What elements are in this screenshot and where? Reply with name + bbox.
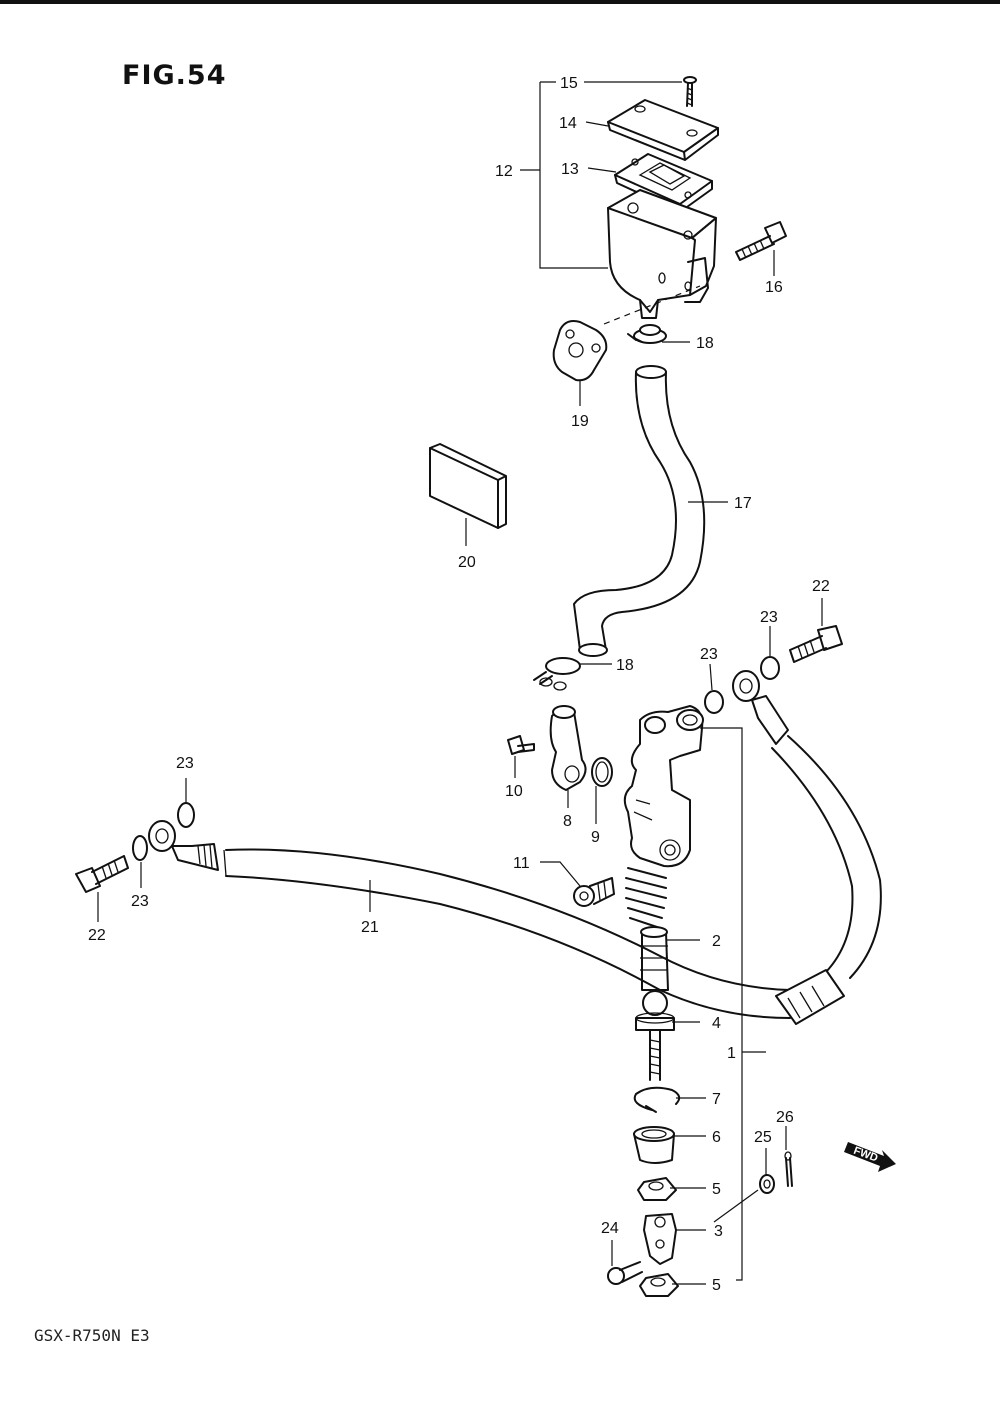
callout-14: 14 [559, 115, 577, 132]
master-cylinder-body [623, 705, 704, 868]
brake-hose-long [148, 820, 791, 1019]
callout-23-right-a: 23 [760, 609, 778, 626]
bracket-bolt [735, 221, 787, 261]
fwd-label: FWD [852, 1145, 880, 1165]
fwd-direction-badge: FWD [844, 1142, 896, 1172]
hose-clamp-upper [627, 324, 667, 344]
mounting-bolt [573, 877, 615, 907]
callout-4: 4 [712, 1015, 721, 1032]
figure-title: FIG.54 [122, 60, 227, 91]
top-border [0, 0, 1000, 4]
callout-labels: 1 2 3 4 5 5 6 7 8 9 10 11 12 13 14 15 16… [88, 75, 830, 1294]
callout-18-upper: 18 [696, 335, 714, 352]
reservoir-hose [573, 365, 706, 657]
washer-right-a [760, 656, 780, 680]
reservoir-gasket [552, 320, 608, 382]
callout-11: 11 [513, 855, 530, 872]
callout-22-right: 22 [812, 578, 830, 595]
callout-9: 9 [591, 829, 600, 846]
banjo-bolt-right [789, 625, 843, 663]
bleeder-screw [507, 735, 535, 755]
callout-2: 2 [712, 933, 721, 950]
callout-13: 13 [561, 161, 579, 178]
brake-hose-short [732, 670, 882, 1025]
callout-18-lower: 18 [616, 657, 634, 674]
nut-lower [639, 1273, 679, 1297]
pushrod-assembly [635, 990, 675, 1081]
washer-left-b [177, 802, 195, 828]
washer-small [759, 1174, 775, 1194]
callout-25: 25 [754, 1129, 772, 1146]
callout-20: 20 [458, 554, 476, 571]
callout-5-lower: 5 [712, 1277, 721, 1294]
washer-right-b [704, 690, 724, 714]
callout-15: 15 [560, 75, 578, 92]
callout-7: 7 [712, 1091, 721, 1108]
callout-5-upper: 5 [712, 1181, 721, 1198]
reservoir-tank [607, 189, 717, 319]
connector-fitting [549, 705, 587, 791]
callout-3: 3 [714, 1223, 723, 1240]
clevis-pin [607, 1261, 643, 1285]
callout-19: 19 [571, 413, 589, 430]
callout-12: 12 [495, 163, 513, 180]
nut-upper [637, 1177, 677, 1201]
banjo-bolt-left [75, 855, 129, 893]
callout-10: 10 [505, 783, 523, 800]
callout-23-right-b: 23 [700, 646, 718, 663]
reservoir-cap [607, 99, 719, 161]
hose-clamp-lower [533, 657, 581, 691]
callout-17: 17 [734, 495, 752, 512]
washer-left-a [132, 835, 148, 861]
caution-label [429, 443, 507, 529]
callout-24: 24 [601, 1220, 619, 1237]
callout-21: 21 [361, 919, 379, 936]
cotter-pin [784, 1151, 793, 1187]
callout-1: 1 [727, 1045, 736, 1062]
callout-23-left-a: 23 [176, 755, 194, 772]
callout-22-left: 22 [88, 927, 106, 944]
callout-6: 6 [712, 1129, 721, 1146]
callout-26: 26 [776, 1109, 794, 1126]
callout-16: 16 [765, 279, 783, 296]
dust-boot [633, 1126, 675, 1164]
piston-primary [640, 926, 669, 991]
callout-leads [97, 81, 823, 1285]
clevis [643, 1213, 677, 1265]
callout-8: 8 [563, 813, 572, 830]
reservoir-screw [683, 76, 697, 107]
return-spring [625, 867, 667, 929]
callout-23-left-b: 23 [131, 893, 149, 910]
model-code: GSX-R750N E3 [34, 1326, 150, 1345]
circlip [633, 1086, 681, 1113]
o-ring [591, 757, 613, 787]
